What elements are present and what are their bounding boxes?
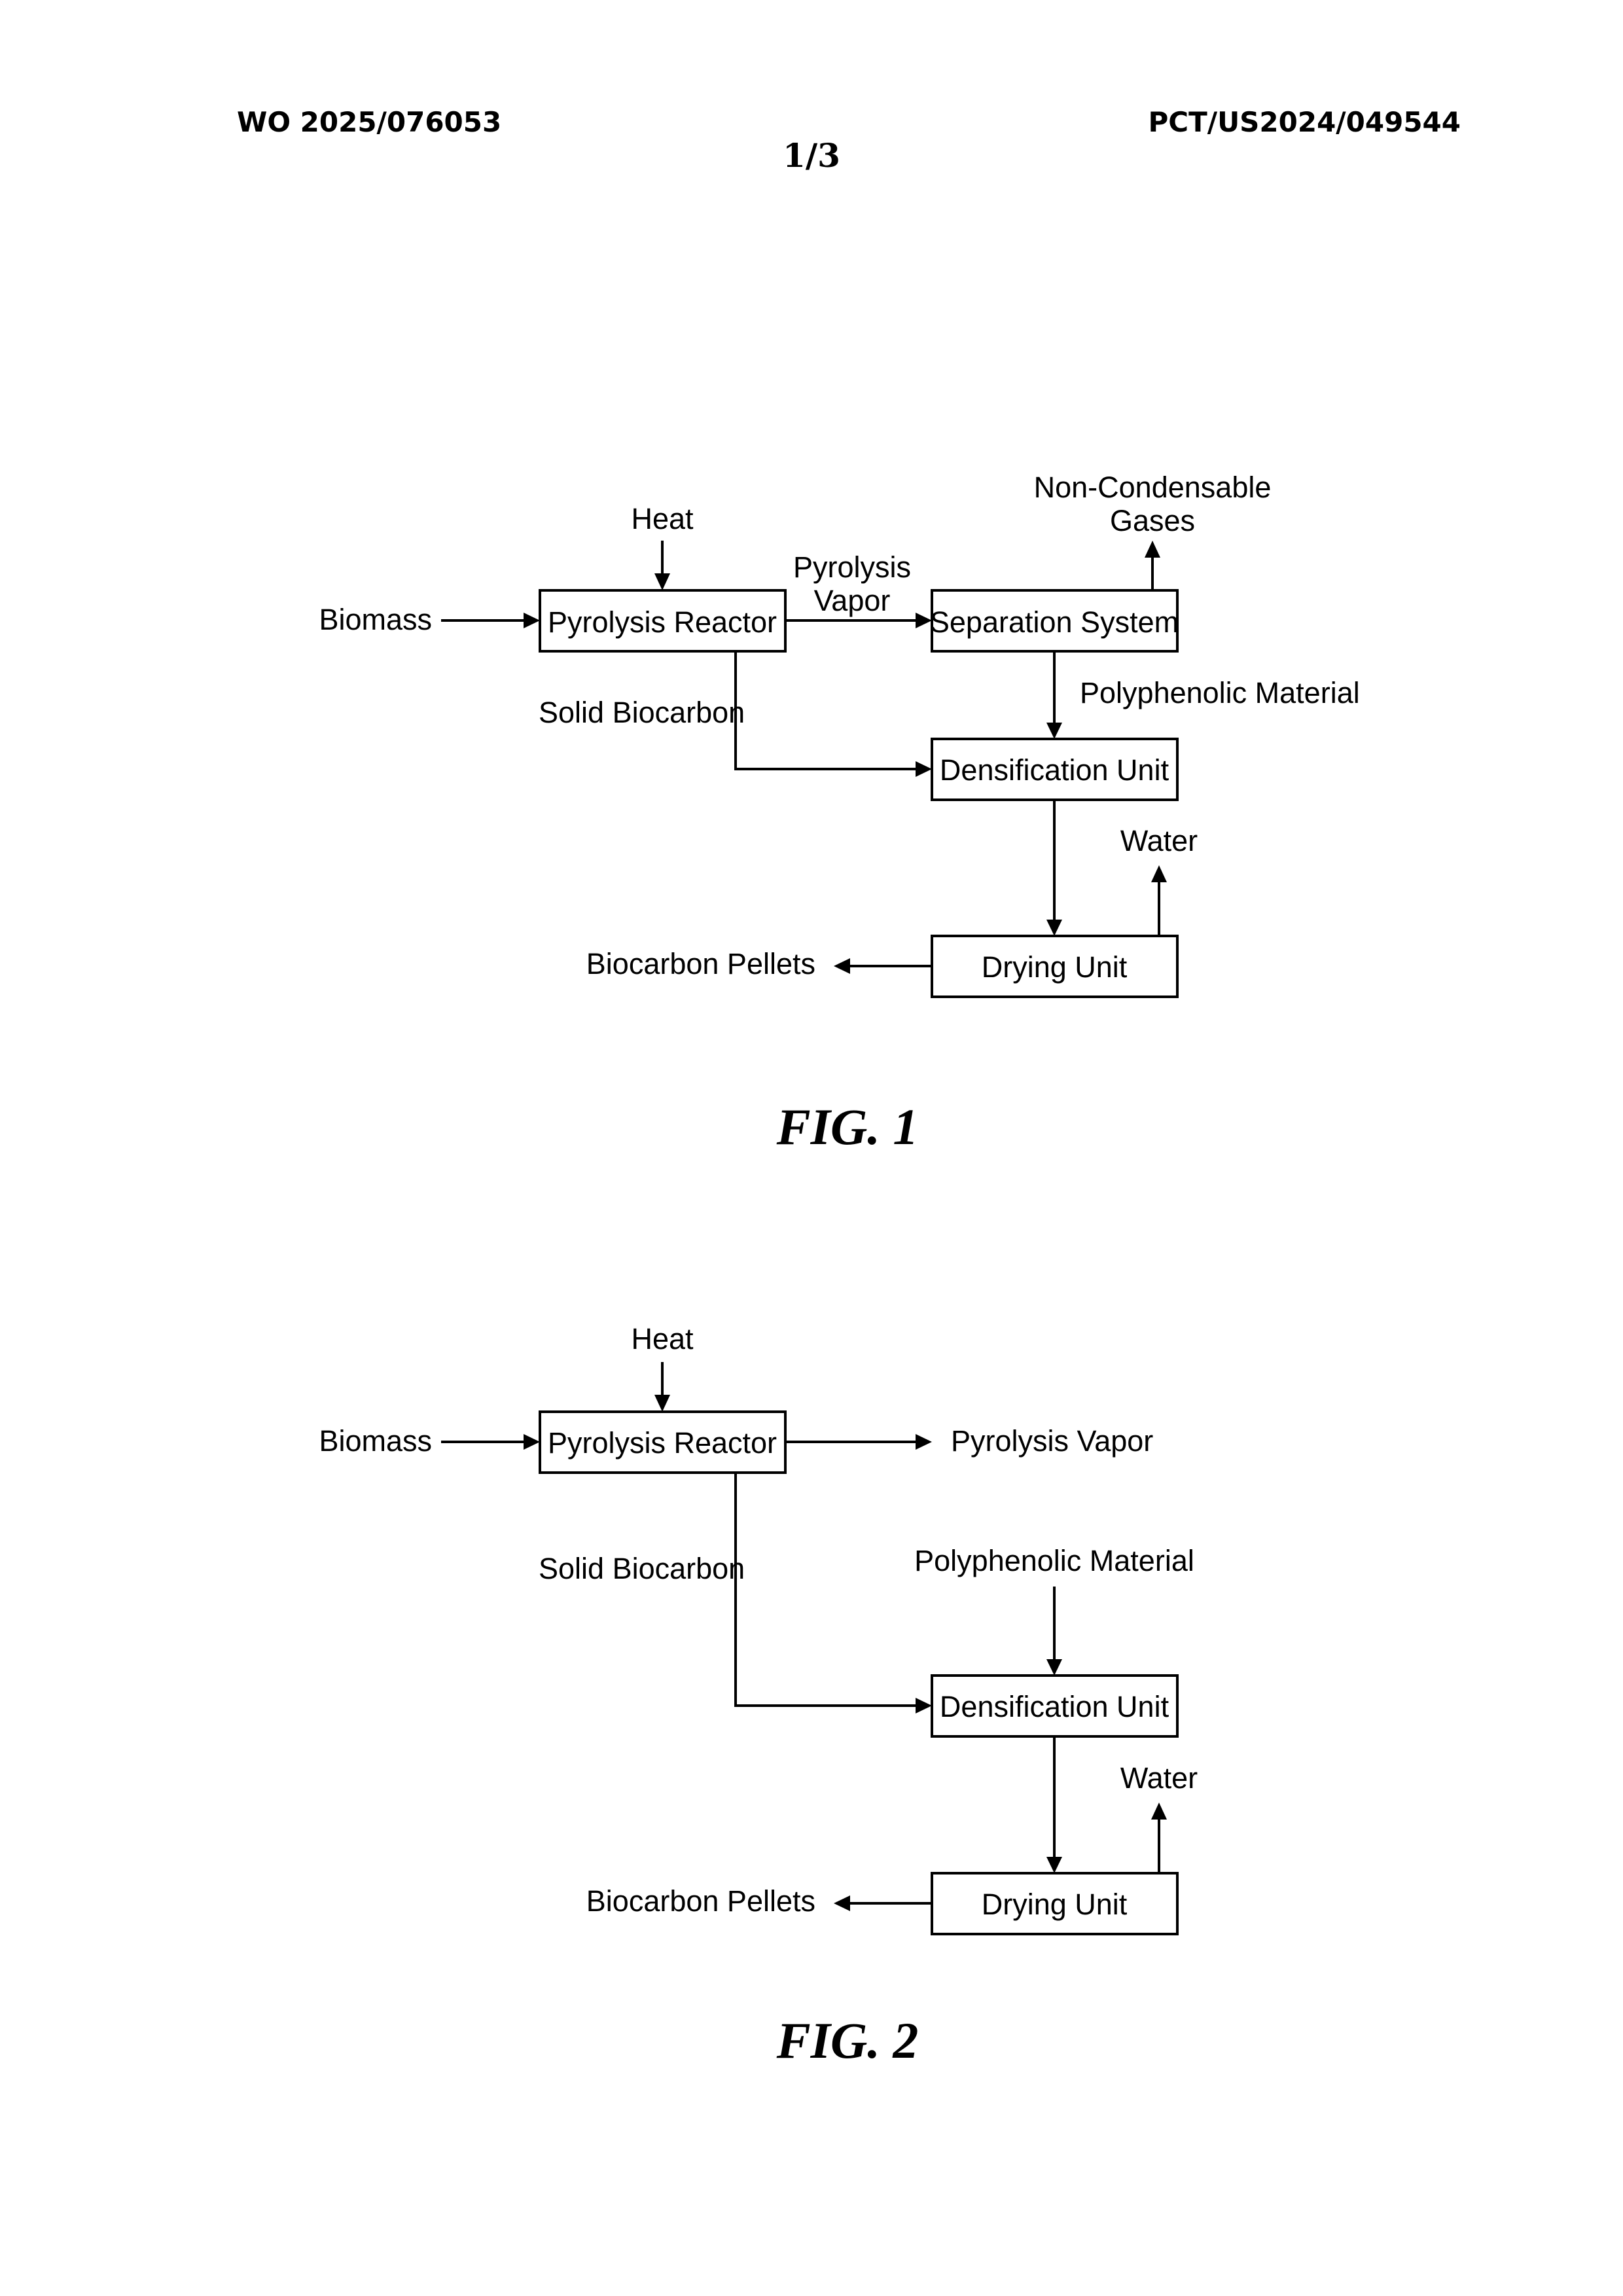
fig2-pyrolysis-reactor-label: Pyrolysis Reactor	[548, 1426, 777, 1460]
fig2-heat-arrowhead	[654, 1395, 670, 1412]
fig2-water-label: Water	[1120, 1761, 1198, 1795]
fig1-biomass-arrowhead	[524, 613, 540, 628]
fig2-drying-unit-label: Drying Unit	[982, 1888, 1128, 1921]
fig2-polyphenolic-arrowhead	[1046, 1659, 1062, 1676]
fig1-densified-arrowhead	[1046, 920, 1062, 936]
fig1-non-condensable-label-1: Non-Condensable	[1034, 471, 1272, 504]
fig1-water-label: Water	[1120, 824, 1198, 857]
fig1-water-arrowhead	[1151, 865, 1167, 882]
fig2-solid-biocarbon-label: Solid Biocarbon	[539, 1552, 745, 1585]
fig1-biomass-label: Biomass	[319, 603, 432, 636]
fig2-water-arrowhead	[1151, 1803, 1167, 1820]
fig1-pellets-arrowhead	[834, 958, 850, 974]
fig1-polyphenolic-material-label: Polyphenolic Material	[1080, 676, 1360, 709]
fig1-polyphenolic-arrowhead	[1046, 723, 1062, 739]
fig1-non-condensable-label-2: Gases	[1110, 504, 1195, 537]
fig1-solid-biocarbon-arrowhead	[916, 761, 932, 777]
fig2-biomass-label: Biomass	[319, 1424, 432, 1458]
fig2-pyrolysis-vapor-arrowhead	[916, 1434, 932, 1450]
figure-2: Pyrolysis Reactor Densification Unit Dry…	[319, 1322, 1198, 2069]
fig2-densification-unit-label: Densification Unit	[940, 1690, 1169, 1723]
fig1-solid-biocarbon-arrow-line	[736, 651, 917, 769]
fig2-solid-biocarbon-arrowhead	[916, 1698, 932, 1713]
fig2-biomass-arrowhead	[524, 1434, 540, 1450]
fig1-separation-system-label: Separation System	[930, 605, 1179, 639]
fig2-densified-arrowhead	[1046, 1857, 1062, 1873]
fig1-heat-label: Heat	[631, 502, 694, 535]
fig2-biocarbon-pellets-label: Biocarbon Pellets	[586, 1884, 815, 1918]
fig1-caption: FIG. 1	[776, 1098, 919, 1155]
fig1-biocarbon-pellets-label: Biocarbon Pellets	[586, 947, 815, 980]
fig1-drying-unit-label: Drying Unit	[982, 950, 1128, 984]
fig1-heat-arrowhead	[654, 573, 670, 590]
fig1-pyrolysis-reactor-label: Pyrolysis Reactor	[548, 605, 777, 639]
fig2-polyphenolic-material-label: Polyphenolic Material	[914, 1544, 1194, 1577]
figure-1: Pyrolysis Reactor Separation System Dens…	[319, 471, 1359, 1155]
fig1-non-condensable-arrowhead	[1145, 541, 1160, 558]
fig1-densification-unit-label: Densification Unit	[940, 753, 1169, 787]
fig1-pyrolysis-vapor-label-1: Pyrolysis	[793, 550, 911, 584]
fig2-heat-label: Heat	[631, 1322, 694, 1355]
fig2-solid-biocarbon-arrow-line	[736, 1473, 917, 1706]
fig2-caption: FIG. 2	[776, 2012, 919, 2069]
fig1-pyrolysis-vapor-label-2: Vapor	[814, 584, 891, 617]
fig1-solid-biocarbon-label: Solid Biocarbon	[539, 696, 745, 729]
fig2-pellets-arrowhead	[834, 1895, 850, 1911]
fig2-pyrolysis-vapor-label: Pyrolysis Vapor	[951, 1424, 1153, 1458]
